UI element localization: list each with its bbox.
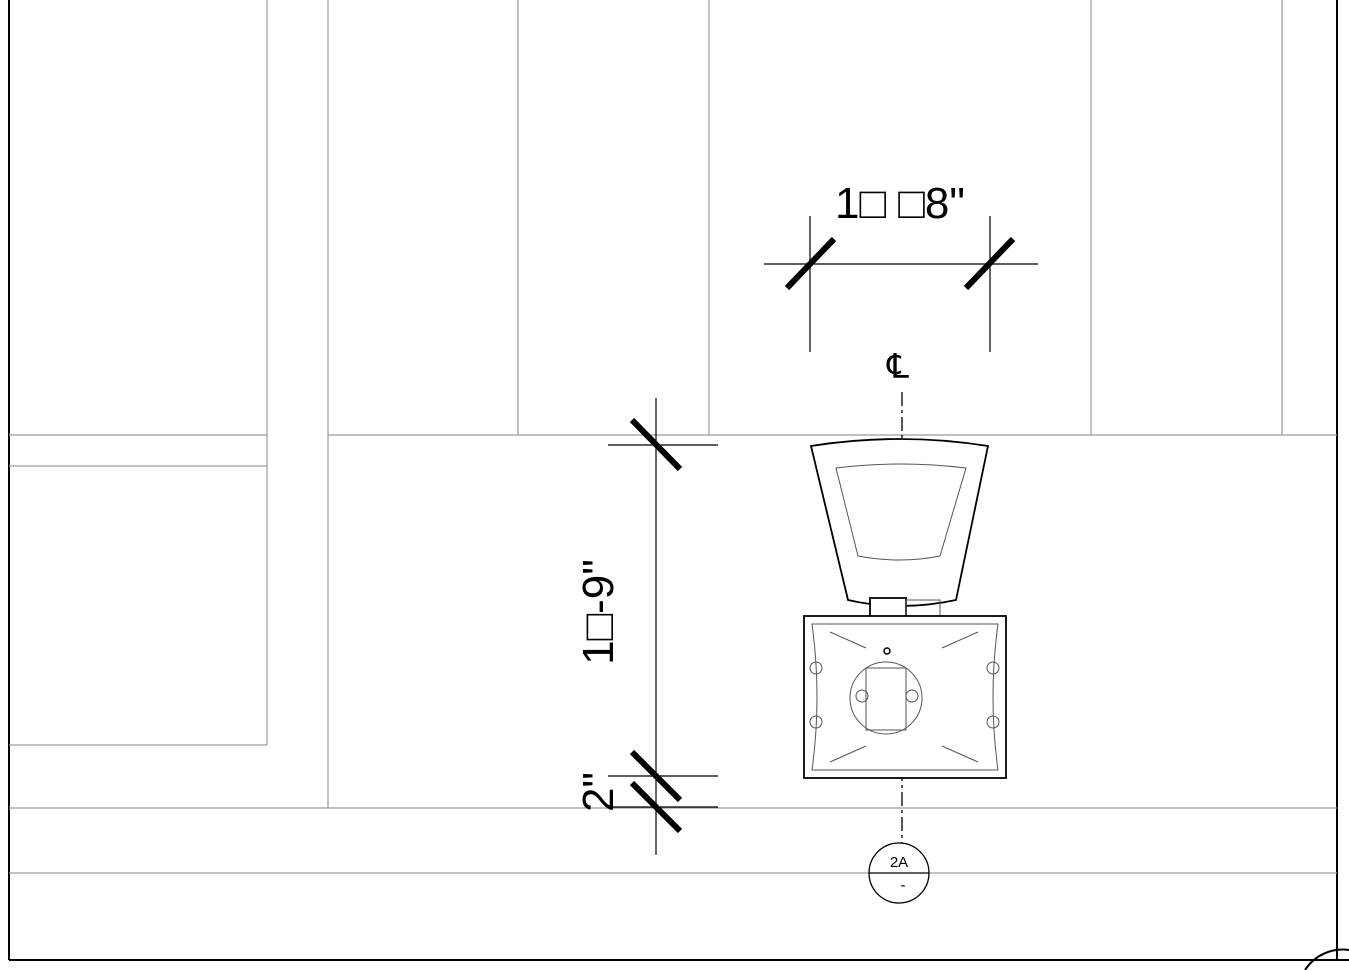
fixture-canopy	[849, 661, 923, 735]
fixture-backplate	[803, 615, 1007, 779]
title-bubble-fragment	[1304, 948, 1349, 970]
width-dimension-label: 1□ □8"	[835, 179, 965, 228]
dimension-tick	[629, 780, 683, 834]
width-dimension: 1□ □8"	[764, 179, 1038, 352]
fixture-backplate-bevel	[829, 631, 979, 763]
offset-dimension-label: 2"	[574, 772, 623, 812]
fixture-backplate-face	[811, 623, 999, 771]
section-tag-number: 2A	[890, 854, 908, 871]
dimension-tick	[963, 236, 1016, 291]
wall-panels	[8, 0, 1349, 961]
fixture-mount-screw	[986, 715, 1000, 729]
dimension-tick	[784, 236, 837, 291]
fixture-screw	[905, 689, 919, 703]
section-tag-sheet: -	[901, 877, 906, 894]
fixture-shade-inner	[835, 463, 967, 561]
centerline-symbol: ℄	[886, 348, 909, 386]
fixture-mount-screw	[809, 715, 823, 729]
fixture-canopy-block	[865, 667, 907, 731]
dimension-tick	[629, 417, 683, 472]
fixture-screw	[855, 689, 869, 703]
fixture-screw	[883, 647, 891, 655]
wall-sconce-fixture	[803, 438, 1007, 779]
dimension-tick	[629, 749, 683, 803]
height-dimension: 1□-9" 2"	[574, 398, 718, 855]
height-dimension-label: 1□-9"	[574, 559, 623, 665]
fixture-mount-screw	[809, 661, 823, 675]
fixture-mount-screw	[986, 661, 1000, 675]
section-tag: 2A -	[868, 842, 930, 904]
